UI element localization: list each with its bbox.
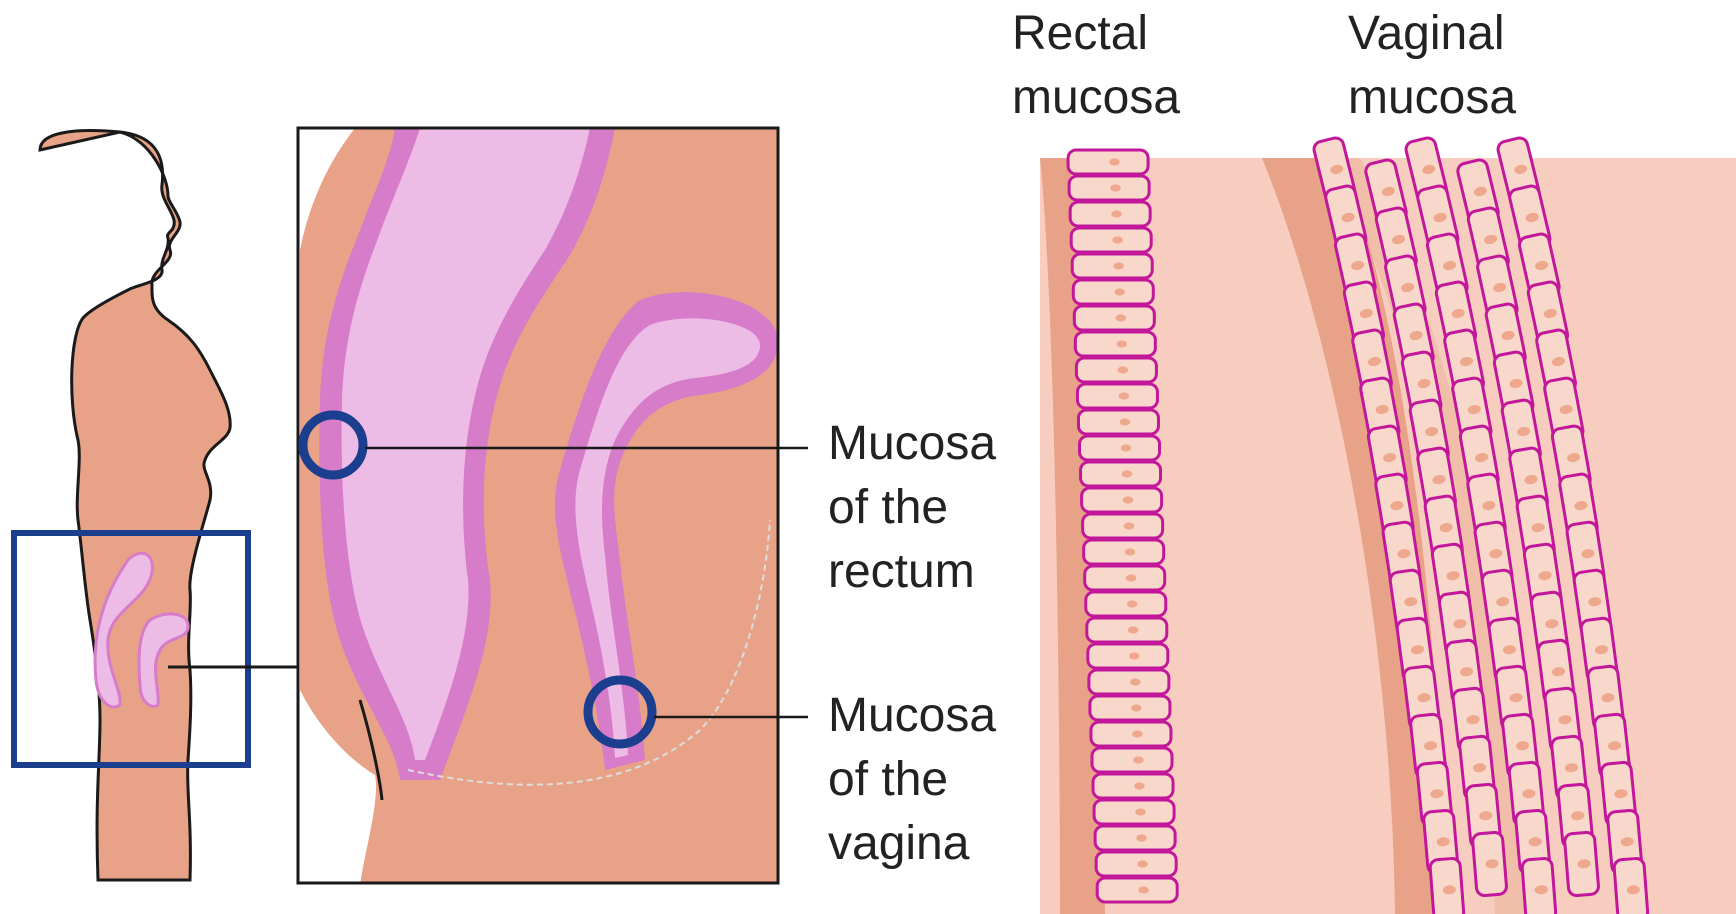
vaginal-cell <box>1564 832 1599 896</box>
mucosa-vagina-label-line-1: Mucosa <box>828 684 996 748</box>
rectal-cell <box>1081 462 1161 486</box>
mucosa-rectum-label-line-2: of the <box>828 476 996 540</box>
body-silhouette <box>14 131 298 880</box>
vaginal-mucosa-label-line-2: mucosa <box>1348 66 1516 130</box>
rectal-cell <box>1078 410 1158 434</box>
tissue-section <box>1040 136 1736 914</box>
rectal-mucosa-label-line-2: mucosa <box>1012 66 1180 130</box>
rectal-cell <box>1091 722 1171 746</box>
mucosa-vagina-label-line-3: vagina <box>828 812 996 876</box>
vaginal-cell <box>1614 858 1649 914</box>
rectal-cell <box>1092 748 1172 772</box>
rectal-cell <box>1080 436 1160 460</box>
zoom-panel <box>298 128 808 885</box>
mucosa-vagina-label: Mucosa of the vagina <box>828 684 996 876</box>
rectal-cell <box>1089 670 1169 694</box>
rectal-cell <box>1068 150 1148 174</box>
rectal-cell <box>1084 540 1164 564</box>
rectal-cell <box>1074 306 1154 330</box>
rectal-cell <box>1070 202 1150 226</box>
vaginal-cell <box>1472 832 1507 896</box>
vaginal-cell <box>1430 858 1465 914</box>
rectal-cell <box>1085 566 1165 590</box>
mucosa-vagina-label-line-2: of the <box>828 748 996 812</box>
rectal-cell <box>1094 800 1174 824</box>
rectal-cell <box>1076 358 1156 382</box>
rectal-cell <box>1088 644 1168 668</box>
rectal-cell <box>1090 696 1170 720</box>
rectal-mucosa-label: Rectal mucosa <box>1012 2 1180 130</box>
vaginal-mucosa-label: Vaginal mucosa <box>1348 2 1516 130</box>
rectal-cell <box>1083 514 1163 538</box>
rectal-cell <box>1097 878 1177 902</box>
rectal-cell <box>1093 774 1173 798</box>
rectal-cell <box>1072 254 1152 278</box>
rectal-cell <box>1075 332 1155 356</box>
rectal-cell <box>1077 384 1157 408</box>
rectal-cell <box>1096 852 1176 876</box>
rectal-cell <box>1082 488 1162 512</box>
mucosa-rectum-label: Mucosa of the rectum <box>828 412 996 604</box>
vaginal-cell <box>1522 858 1557 914</box>
vaginal-mucosa-label-line-1: Vaginal <box>1348 2 1516 66</box>
rectal-mucosa-label-line-1: Rectal <box>1012 2 1180 66</box>
rectal-cell <box>1086 592 1166 616</box>
mucosa-rectum-label-line-3: rectum <box>828 540 996 604</box>
rectal-cell <box>1095 826 1175 850</box>
mucosa-rectum-label-line-1: Mucosa <box>828 412 996 476</box>
rectal-cell <box>1087 618 1167 642</box>
rectal-cell <box>1073 280 1153 304</box>
rectal-cell <box>1071 228 1151 252</box>
rectal-cell <box>1069 176 1149 200</box>
